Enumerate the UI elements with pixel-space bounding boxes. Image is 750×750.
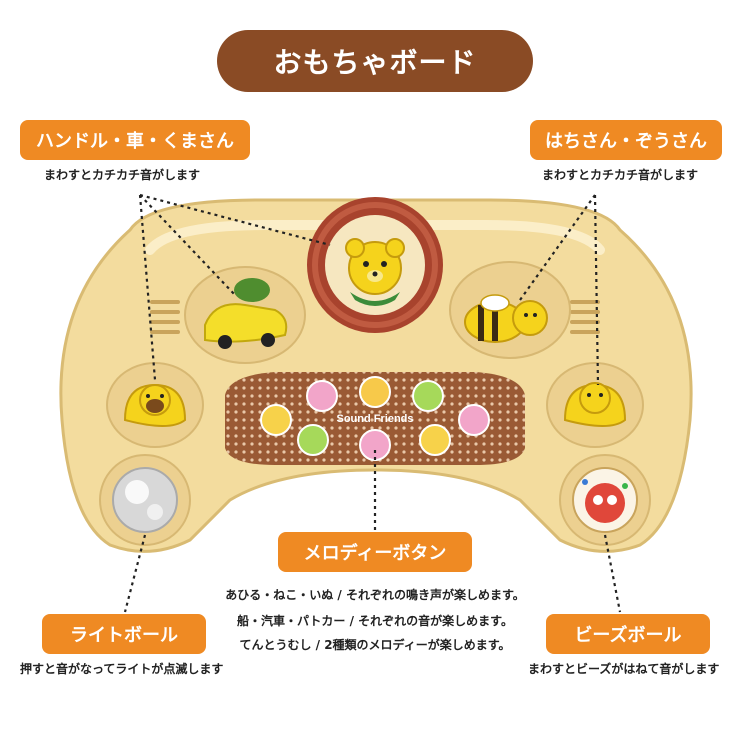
- melody-desc-3: てんとうむし / 2種類のメロディーが楽しめます。: [239, 638, 511, 652]
- leader-lines: [123, 193, 622, 613]
- left-speaker-grill: [150, 300, 180, 334]
- board-logo-text: Sound Friends: [337, 413, 414, 425]
- elephant-toy-right: [563, 382, 627, 427]
- caption-handle: まわすとカチカチ音がします: [44, 168, 201, 182]
- label-handle: ハンドル・車・くまさん: [20, 120, 250, 160]
- dog-toy-left: [123, 383, 187, 427]
- page-title: おもちゃボード: [217, 30, 533, 92]
- caption-bee: まわすとカチカチ音がします: [542, 168, 699, 182]
- beads-ball: [572, 467, 638, 533]
- bee-toy: [464, 294, 548, 343]
- label-bee: はちさん・ぞうさん: [530, 120, 722, 160]
- melody-desc-2: 船・汽車・パトカー / それぞれの音が楽しめます。: [237, 614, 513, 628]
- caption-light: 押すと音がなってライトが点滅します: [20, 662, 224, 676]
- caption-beads: まわすとビーズがはねて音がします: [528, 662, 720, 676]
- right-speaker-grill: [570, 300, 600, 334]
- label-beads: ビーズボール: [546, 614, 710, 654]
- steering-wheel: [307, 197, 443, 333]
- label-light: ライトボール: [42, 614, 206, 654]
- light-ball: [112, 467, 178, 533]
- car-toy: [204, 278, 288, 349]
- melody-desc-1: あひる・ねこ・いぬ / それぞれの鳴き声が楽しめます。: [225, 588, 525, 602]
- label-melody: メロディーボタン: [278, 532, 472, 572]
- melody-panel: Sound Friends: [225, 372, 525, 465]
